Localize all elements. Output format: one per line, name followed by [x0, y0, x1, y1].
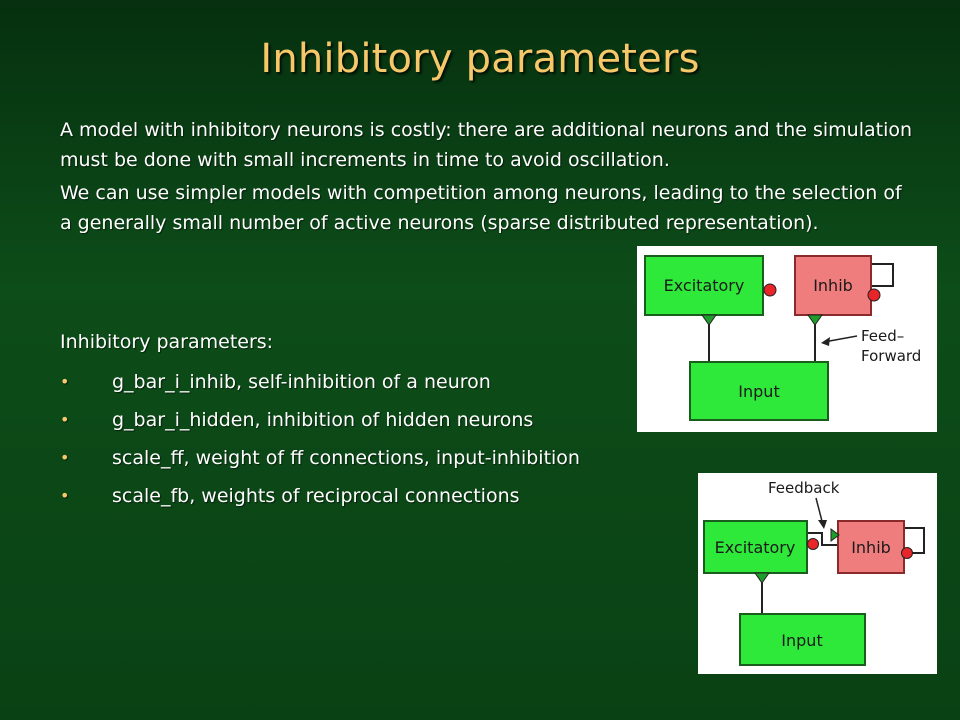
- bullet-icon: •: [60, 372, 70, 391]
- feedforward-diagram: Excitatory Inhib Input Feed– Forward: [637, 246, 937, 432]
- input-label: Input: [738, 382, 779, 401]
- feedback-diagram: Excitatory Inhib Input Feedback: [698, 473, 937, 674]
- bullet-icon: •: [60, 486, 70, 505]
- inhib-node: [837, 520, 905, 574]
- bullet-icon: •: [60, 448, 70, 467]
- excitatory-synapse-icon: [701, 314, 717, 326]
- excitatory-node: [703, 520, 808, 574]
- parameter-text: g_bar_i_hidden, inhibition of hidden neu…: [112, 409, 534, 431]
- paragraph-competition: We can use simpler models with competiti…: [60, 182, 902, 234]
- self-inhibition-loop: [903, 527, 925, 554]
- inhib-label: Inhib: [813, 276, 853, 295]
- parameter-text: g_bar_i_inhib, self-inhibition of a neur…: [112, 371, 491, 393]
- excitatory-to-inhib-line: [807, 532, 838, 546]
- feedforward-annotation-line1: Feed–: [861, 327, 904, 345]
- excitatory-synapse-icon: [830, 528, 840, 542]
- arrowhead-icon: [821, 337, 830, 346]
- excitatory-label: Excitatory: [715, 538, 796, 557]
- feedback-annotation: Feedback: [768, 479, 840, 497]
- inhib-node: [794, 255, 872, 316]
- self-inhibition-loop: [863, 263, 894, 287]
- excitatory-label: Excitatory: [664, 276, 745, 295]
- excitatory-node: [644, 255, 764, 316]
- inhib-label: Inhib: [851, 538, 891, 557]
- parameter-text: scale_fb, weights of reciprocal connecti…: [112, 485, 520, 507]
- inhibitory-synapse-icon: [807, 538, 819, 550]
- excitatory-synapse-icon: [807, 314, 823, 326]
- slide-title: Inhibitory parameters: [260, 36, 700, 82]
- input-node: [689, 361, 829, 421]
- bullet-icon: •: [60, 410, 70, 429]
- inhibitory-synapse-icon: [867, 288, 881, 302]
- inhibitory-synapse-icon: [763, 283, 777, 297]
- parameter-text: scale_ff, weight of ff connections, inpu…: [112, 447, 580, 469]
- input-node: [739, 613, 866, 666]
- inhibitory-synapse-icon: [901, 547, 913, 559]
- input-label: Input: [781, 631, 822, 650]
- excitatory-synapse-icon: [754, 572, 770, 584]
- paragraph-cost: A model with inhibitory neurons is costl…: [60, 119, 913, 171]
- feedforward-annotation-line2: Forward: [861, 347, 921, 365]
- parameters-heading: Inhibitory parameters:: [60, 331, 274, 353]
- arrowhead-icon: [818, 520, 827, 529]
- feedback-diagram-svg: Excitatory Inhib Input Feedback: [703, 479, 925, 666]
- feedforward-diagram-svg: Excitatory Inhib Input Feed– Forward: [644, 255, 921, 421]
